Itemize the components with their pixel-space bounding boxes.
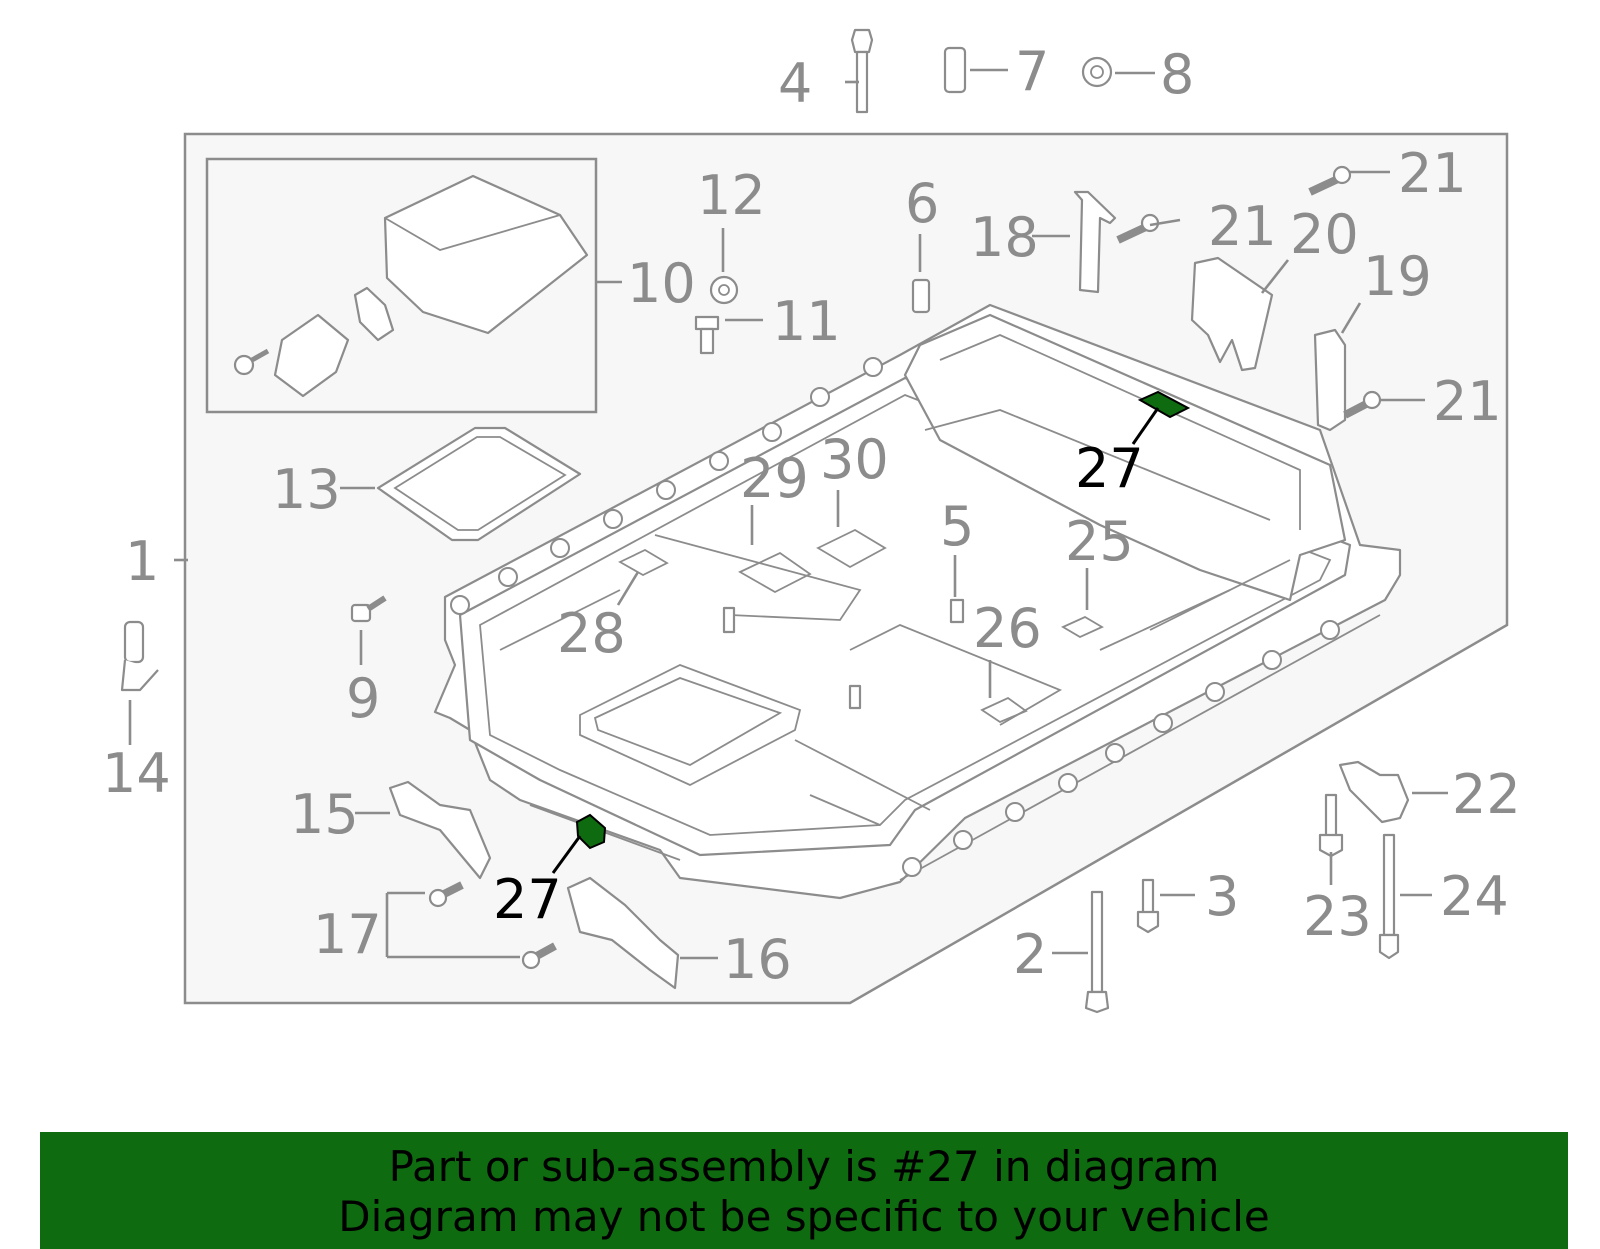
- part-19-bracket: [1313, 328, 1347, 432]
- callout-8: 8: [1160, 43, 1194, 106]
- callout-21-mid: 21: [1208, 195, 1277, 258]
- part-8-nut: [1081, 56, 1113, 88]
- part-15-bracket: [388, 780, 492, 880]
- callout-25: 25: [1065, 510, 1134, 573]
- part-20-bracket: [1190, 256, 1274, 372]
- callout-21-top: 21: [1398, 142, 1467, 205]
- callout-24: 24: [1440, 865, 1509, 928]
- part-17-bolts: [428, 881, 557, 970]
- callout-7: 7: [1015, 40, 1049, 103]
- callout-labels: 1 2 3 4 5 6 7 8 9 10 11 12 13 14 15 16 1…: [102, 40, 1521, 991]
- callout-19: 19: [1363, 245, 1432, 308]
- part-22-mount: [1338, 760, 1410, 824]
- callout-20: 20: [1290, 203, 1359, 266]
- part-10-components: [233, 174, 589, 398]
- part-14-connector: [120, 620, 159, 692]
- callout-4: 4: [778, 52, 812, 115]
- callout-16: 16: [723, 928, 792, 991]
- callout-29: 29: [740, 447, 809, 510]
- tray-pads: [618, 528, 1104, 724]
- part-2-bolt: [1084, 890, 1110, 1014]
- part-23-bolt: [1318, 793, 1344, 858]
- callout-21-low: 21: [1433, 370, 1502, 433]
- callout-6: 6: [905, 172, 939, 235]
- part-9-plug: [350, 595, 387, 623]
- part-3-bolt: [1136, 878, 1160, 934]
- callout-9: 9: [346, 667, 380, 730]
- callout-30: 30: [820, 428, 889, 491]
- banner-line-1: Part or sub-assembly is #27 in diagram: [388, 1142, 1220, 1191]
- part-27-highlight-upper[interactable]: [1137, 390, 1191, 419]
- part-6-bolt: [911, 278, 931, 314]
- callout-28: 28: [557, 602, 626, 665]
- part-4-bolt: [850, 28, 874, 114]
- callout-10: 10: [627, 252, 696, 315]
- callout-18: 18: [970, 206, 1039, 269]
- part-7-stud: [943, 46, 967, 94]
- part-13-gasket: [376, 426, 582, 542]
- info-banner: Part or sub-assembly is #27 in diagram D…: [40, 1132, 1568, 1249]
- callout-1: 1: [125, 530, 159, 593]
- tray-bolts: [450, 357, 1340, 877]
- callout-23: 23: [1303, 885, 1372, 948]
- part-27-highlight-lower[interactable]: [575, 813, 607, 850]
- part-24-bolt: [1378, 833, 1400, 960]
- callout-5: 5: [940, 495, 974, 558]
- callout-3: 3: [1205, 865, 1239, 928]
- part-18-bracket: [1073, 190, 1117, 294]
- callout-12: 12: [697, 164, 766, 227]
- callout-17: 17: [313, 903, 382, 966]
- callout-14: 14: [102, 742, 171, 805]
- callout-2: 2: [1013, 923, 1047, 986]
- callout-11: 11: [772, 290, 841, 353]
- callout-13: 13: [272, 458, 341, 521]
- battery-tray: [433, 303, 1402, 900]
- callout-27-upper: 27: [1075, 437, 1144, 500]
- part-12-nut: [709, 275, 739, 305]
- callout-22: 22: [1452, 763, 1521, 826]
- callout-27-lower: 27: [493, 868, 562, 931]
- banner-line-2: Diagram may not be specific to your vehi…: [338, 1192, 1270, 1241]
- callout-26: 26: [973, 597, 1042, 660]
- leader-lines: [128, 68, 1448, 960]
- part-16-bracket: [566, 876, 680, 990]
- callout-15: 15: [290, 783, 359, 846]
- part-11-bolt: [694, 315, 720, 355]
